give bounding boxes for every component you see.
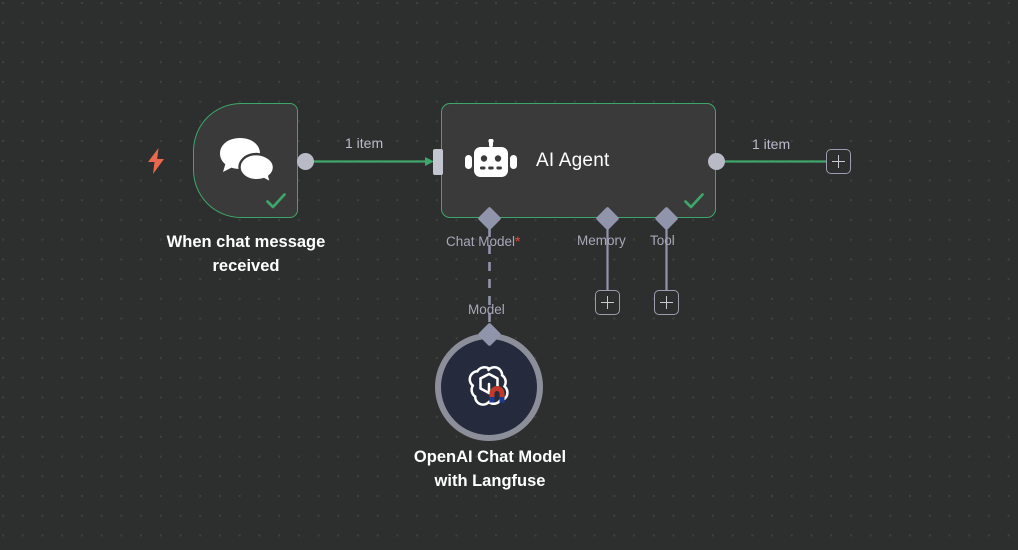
- lightning-bolt-icon: [148, 148, 164, 174]
- add-node-button-main-output[interactable]: [826, 149, 851, 174]
- agent-port-label-chat-model: Chat Model*: [446, 233, 521, 249]
- openai-label-line1: OpenAI Chat Model: [413, 448, 567, 466]
- openai-label-line2: with Langfuse: [434, 471, 546, 490]
- agent-output-port[interactable]: [708, 153, 725, 170]
- agent-port-label-memory: Memory: [577, 233, 626, 248]
- agent-port-label-tool: Tool: [650, 233, 675, 248]
- add-node-button-memory[interactable]: [595, 290, 620, 315]
- agent-input-port[interactable]: [433, 149, 443, 175]
- node-openai-chat-model-with-langfuse[interactable]: [435, 333, 543, 441]
- openai-port-label-model: Model: [468, 302, 505, 317]
- magnet-icon: [489, 386, 505, 403]
- chat-bubbles-icon: [220, 138, 276, 186]
- robot-icon: [465, 138, 517, 177]
- trigger-output-port[interactable]: [297, 153, 314, 170]
- chat-model-label-text: Chat Model: [446, 234, 516, 249]
- node-when-chat-message-received[interactable]: [193, 103, 298, 218]
- chat-model-required-star: *: [515, 233, 521, 249]
- trigger-success-check-icon: [266, 193, 286, 209]
- edge-label-agent-to-next: 1 item: [752, 136, 791, 152]
- trigger-label-line1: When chat message: [166, 233, 326, 251]
- agent-success-check-icon: [684, 193, 704, 209]
- openai-logo-icon: [468, 366, 509, 406]
- agent-title: AI Agent: [536, 149, 610, 171]
- edge-label-trigger-to-agent: 1 item: [345, 135, 384, 151]
- node-label-openai: OpenAI Chat Model with Langfuse: [370, 446, 610, 494]
- node-ai-agent[interactable]: AI Agent: [441, 103, 716, 218]
- node-label-trigger: When chat message received: [130, 231, 362, 279]
- trigger-label-line2: received: [212, 256, 280, 275]
- add-node-button-tool[interactable]: [654, 290, 679, 315]
